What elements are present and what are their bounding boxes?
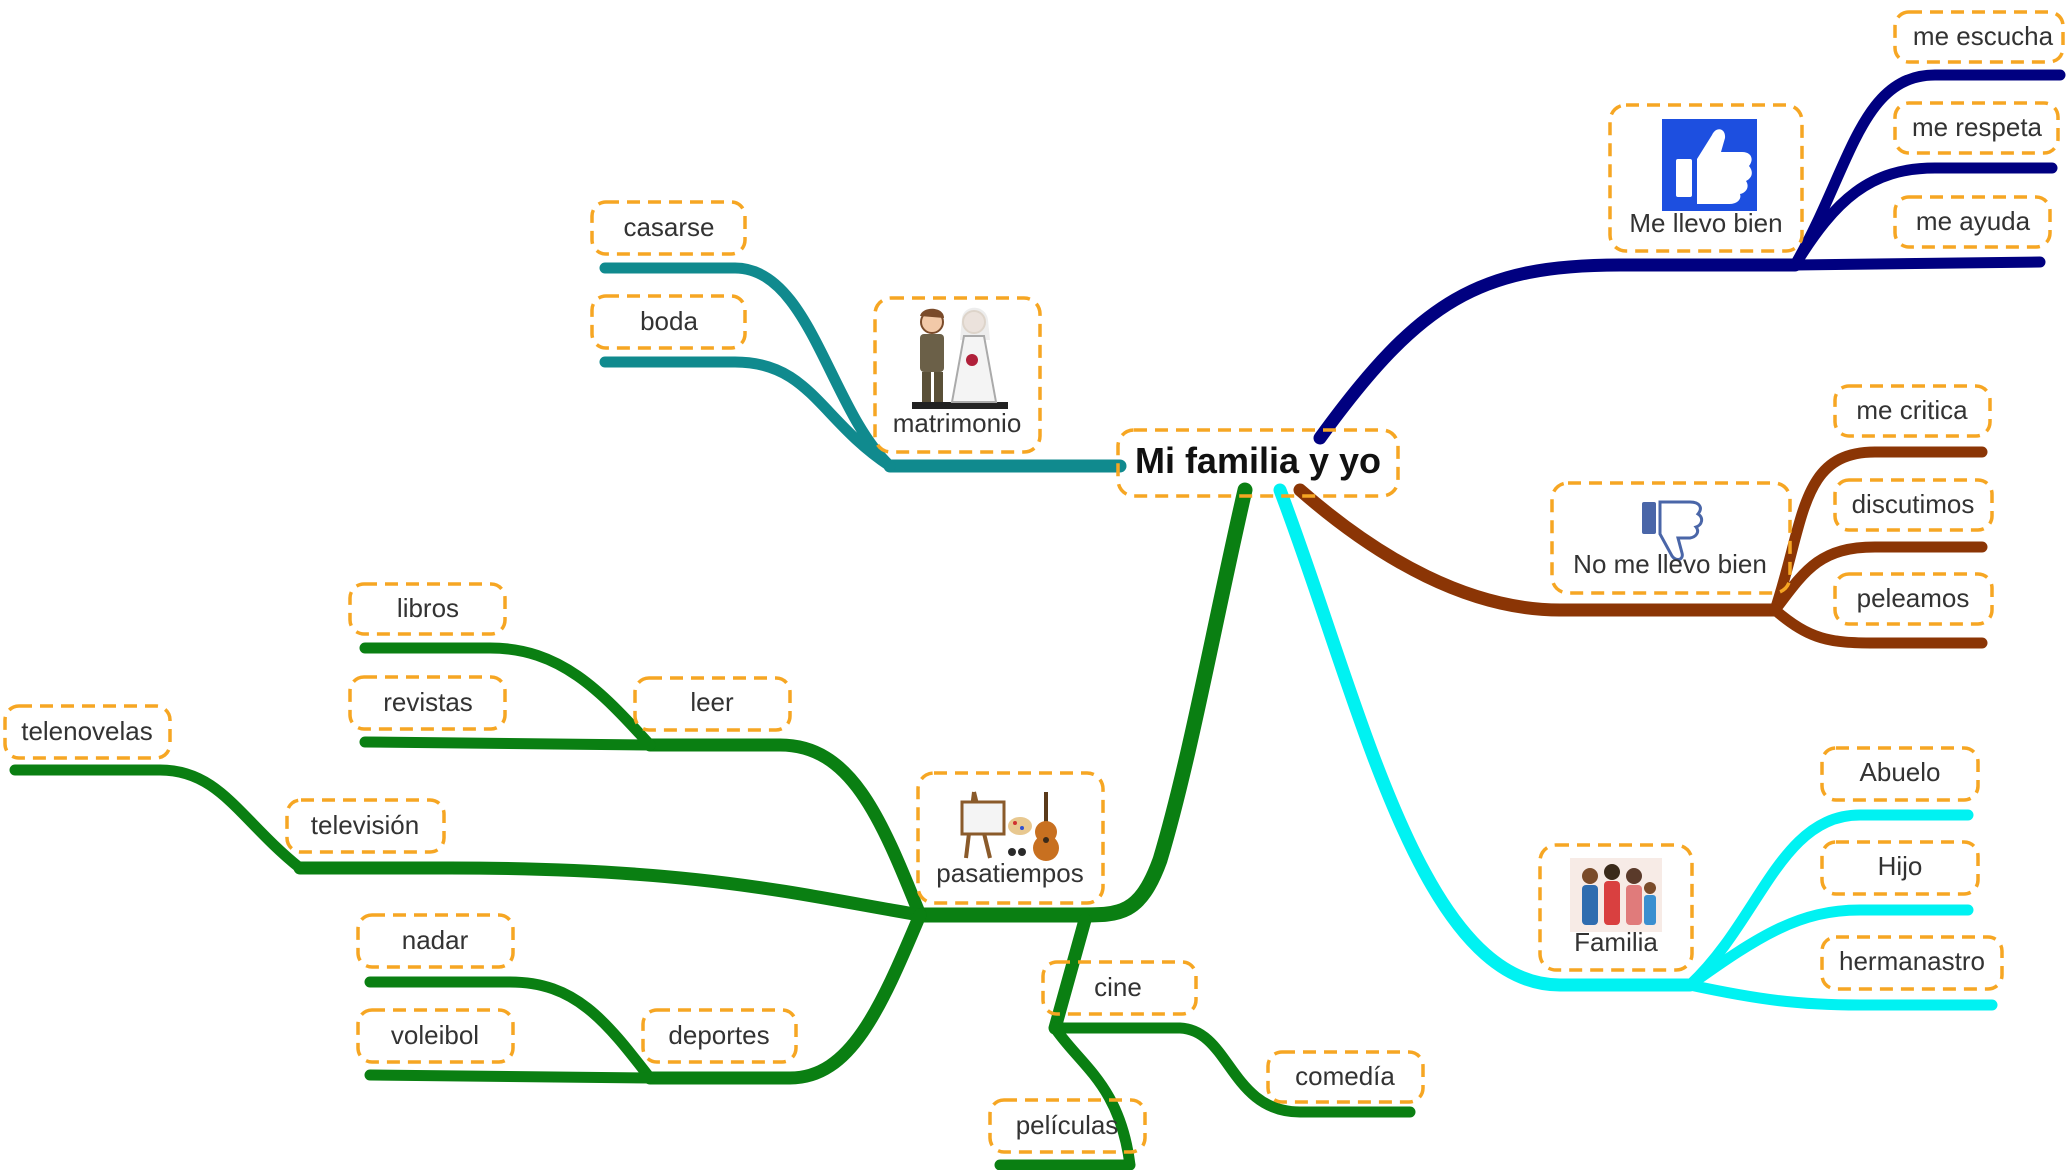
leaf-nadar-label: nadar — [402, 925, 469, 955]
leaf-me-critica-label: me critica — [1856, 395, 1968, 425]
subtopic-television[interactable]: televisión — [285, 798, 446, 854]
leaf-me-escucha[interactable]: me escucha — [1893, 10, 2065, 64]
leaf-voleibol[interactable]: voleibol — [356, 1008, 515, 1064]
leaf-hermanastro[interactable]: hermanastro — [1820, 935, 2004, 991]
nodes: Mi familia y yo Me llevo bien me escucha… — [3, 10, 2065, 1154]
branch-discutimos — [1769, 541, 1988, 616]
topic-me-llevo-bien-label: Me llevo bien — [1629, 208, 1782, 238]
branch-comedia — [1049, 1022, 1416, 1118]
subtopic-cine[interactable]: cine — [1041, 960, 1198, 1016]
leaf-voleibol-label: voleibol — [391, 1020, 479, 1050]
leaf-discutimos-label: discutimos — [1852, 489, 1975, 519]
branch-no-me-llevo-bien — [1293, 483, 1782, 617]
branch-nadar — [364, 976, 656, 1084]
branch-familia — [1273, 483, 1697, 992]
leaf-me-ayuda[interactable]: me ayuda — [1893, 195, 2052, 249]
leaf-revistas-label: revistas — [383, 687, 473, 717]
leaf-telenovelas-label: telenovelas — [21, 716, 153, 746]
leaf-boda-label: boda — [640, 306, 698, 336]
central-topic[interactable]: Mi familia y yo — [1116, 428, 1400, 498]
leaf-me-critica[interactable]: me critica — [1833, 384, 1992, 438]
topic-matrimonio-label: matrimonio — [893, 408, 1022, 438]
branch-leer — [643, 738, 927, 922]
branch-telenovelas — [9, 764, 306, 874]
branch-revistas — [359, 736, 656, 751]
central-topic-label: Mi familia y yo — [1135, 440, 1381, 481]
topic-no-me-llevo-bien[interactable]: No me llevo bien — [1550, 481, 1792, 595]
branch-me-ayuda — [1789, 256, 2046, 271]
leaf-me-escucha-label: me escucha — [1913, 21, 2054, 51]
branch-hijo — [1684, 904, 1974, 991]
branch-abuelo — [1684, 809, 1974, 991]
leaf-discutimos[interactable]: discutimos — [1833, 478, 1994, 532]
leaf-revistas[interactable]: revistas — [348, 675, 507, 731]
thumbs-down-icon — [1642, 500, 1704, 562]
leaf-peliculas[interactable]: películas — [988, 1098, 1147, 1154]
branch-peleamos — [1769, 604, 1988, 649]
branch-me-llevo-bien — [1313, 258, 1802, 445]
easel-guitar-icon — [960, 791, 1059, 861]
leaf-libros[interactable]: libros — [348, 582, 507, 636]
leaf-boda[interactable]: boda — [590, 294, 747, 350]
branches — [9, 69, 2066, 1170]
branch-me-respeta — [1789, 162, 2058, 271]
leaf-peliculas-label: películas — [1016, 1110, 1119, 1140]
topic-no-me-llevo-bien-label: No me llevo bien — [1573, 549, 1767, 579]
topic-pasatiempos-label: pasatiempos — [936, 858, 1083, 888]
topic-matrimonio[interactable]: matrimonio — [873, 296, 1042, 454]
branch-hermanastro — [1684, 979, 1998, 1011]
leaf-libros-label: libros — [397, 593, 459, 623]
subtopic-television-label: televisión — [311, 810, 419, 840]
leaf-peleamos-label: peleamos — [1857, 583, 1970, 613]
branch-voleibol — [364, 1069, 656, 1084]
leaf-casarse[interactable]: casarse — [590, 200, 747, 256]
subtopic-cine-label: cine — [1094, 972, 1142, 1002]
branch-boda — [599, 356, 896, 472]
subtopic-leer[interactable]: leer — [633, 676, 792, 732]
leaf-me-respeta-label: me respeta — [1912, 112, 2043, 142]
topic-familia-label: Familia — [1574, 927, 1658, 957]
leaf-comedia[interactable]: comedía — [1266, 1050, 1425, 1104]
branch-television — [293, 861, 927, 922]
branch-libros — [359, 642, 656, 751]
subtopic-leer-label: leer — [690, 687, 734, 717]
leaf-abuelo-label: Abuelo — [1860, 757, 1941, 787]
thumbs-up-icon — [1662, 119, 1757, 211]
branch-cine — [1048, 913, 1092, 1035]
branch-me-critica — [1769, 446, 1988, 616]
leaf-hijo-label: Hijo — [1878, 851, 1923, 881]
leaf-comedia-label: comedía — [1295, 1061, 1395, 1091]
leaf-nadar[interactable]: nadar — [356, 913, 515, 969]
leaf-hermanastro-label: hermanastro — [1839, 946, 1985, 976]
bride-groom-icon — [912, 307, 1008, 409]
subtopic-deportes[interactable]: deportes — [641, 1008, 798, 1064]
topic-me-llevo-bien[interactable]: Me llevo bien — [1608, 103, 1804, 253]
leaf-peleamos[interactable]: peleamos — [1833, 572, 1994, 626]
leaf-me-ayuda-label: me ayuda — [1916, 206, 2031, 236]
leaf-telenovelas[interactable]: telenovelas — [3, 704, 172, 760]
branch-casarse — [599, 262, 896, 472]
family-group-icon — [1570, 858, 1662, 932]
branch-deportes — [643, 908, 927, 1085]
leaf-casarse-label: casarse — [623, 212, 714, 242]
subtopic-deportes-label: deportes — [668, 1020, 769, 1050]
branch-pasatiempos — [912, 482, 1253, 923]
leaf-me-respeta[interactable]: me respeta — [1893, 101, 2060, 155]
leaf-hijo[interactable]: Hijo — [1820, 840, 1980, 896]
leaf-abuelo[interactable]: Abuelo — [1820, 746, 1980, 802]
topic-familia[interactable]: Familia — [1538, 843, 1694, 972]
topic-pasatiempos[interactable]: pasatiempos — [916, 771, 1105, 905]
